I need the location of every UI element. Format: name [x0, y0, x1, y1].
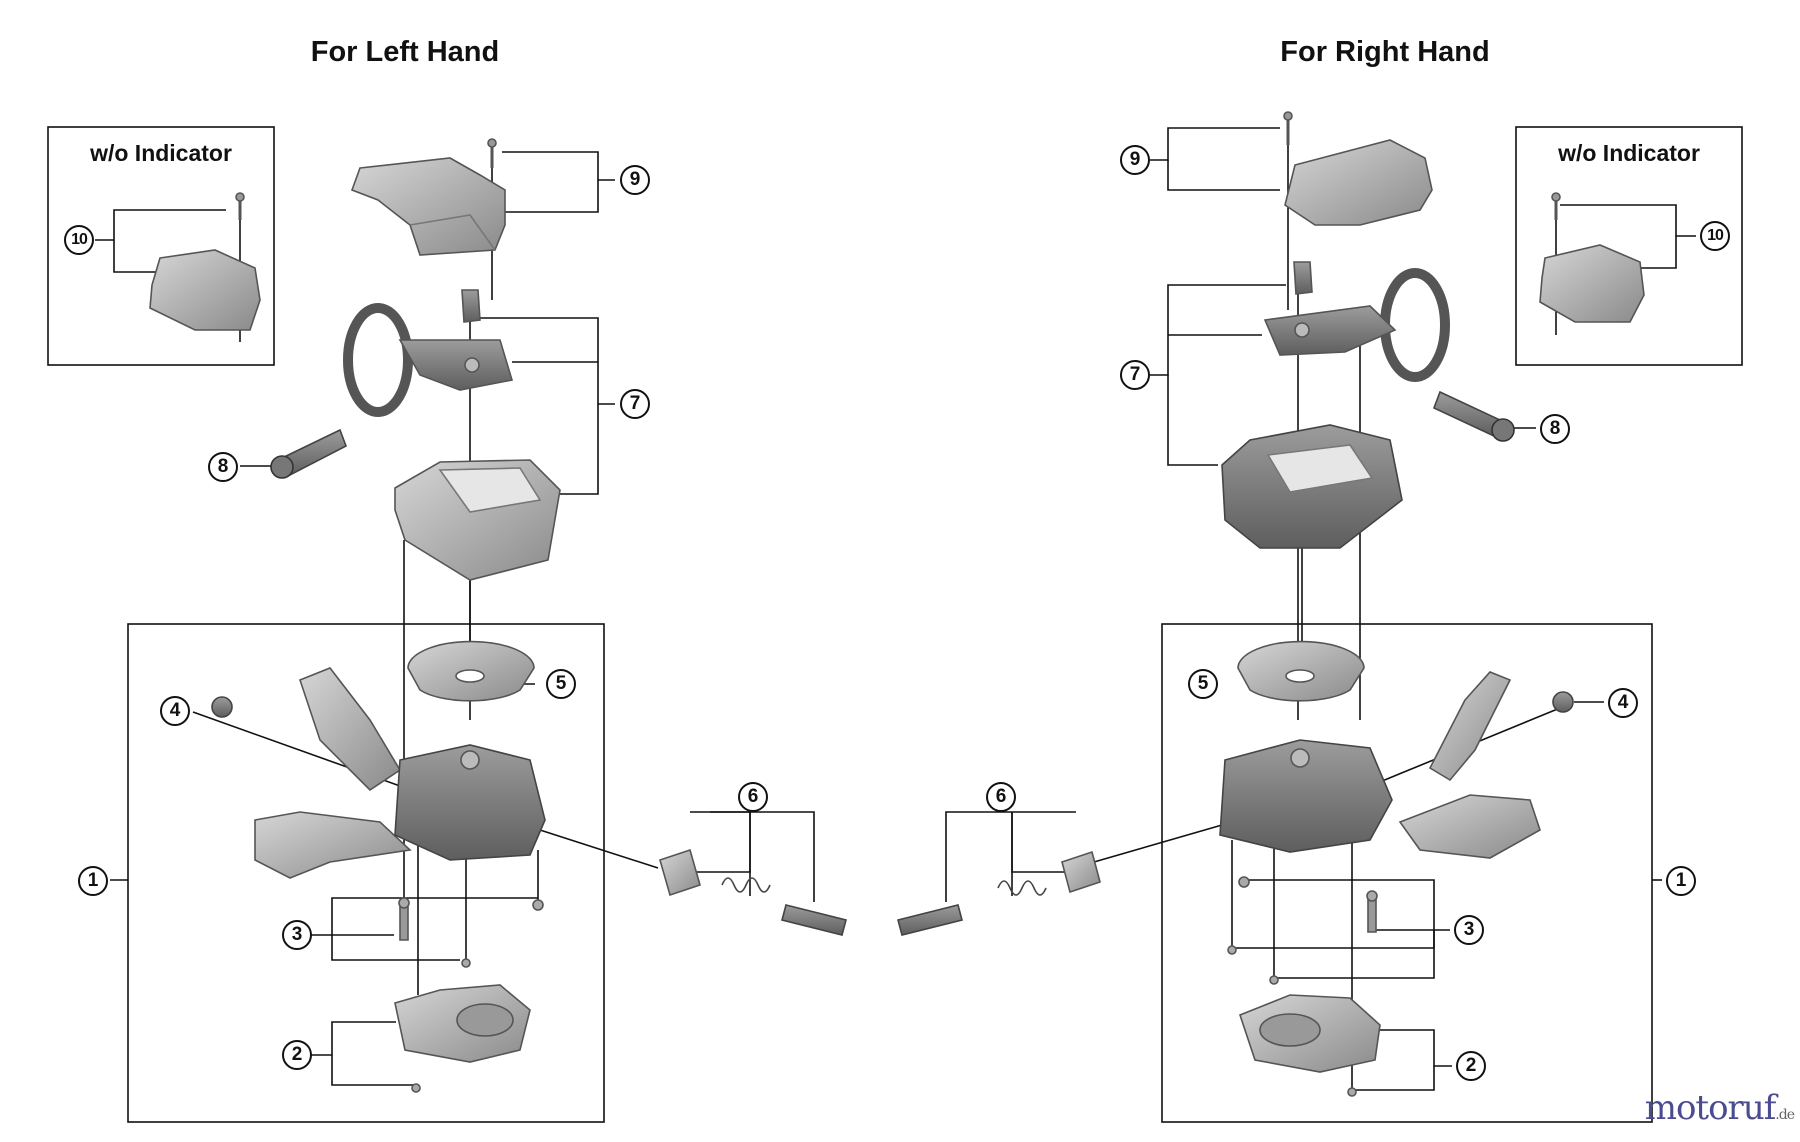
right-callout-6: 6	[986, 782, 1016, 812]
right-callout-7: 7	[1120, 360, 1150, 390]
watermark-text: motoruf	[1644, 1088, 1777, 1128]
right-callout-2: 2	[1456, 1051, 1486, 1081]
left-main-box	[127, 623, 605, 1123]
left-callout-3: 3	[282, 920, 312, 950]
left-inset-label: w/o Indicator	[90, 140, 232, 166]
left-callout-5: 5	[546, 669, 576, 699]
left-inset-box	[47, 126, 275, 366]
left-callout-4: 4	[160, 696, 190, 726]
right-callout-3: 3	[1454, 915, 1484, 945]
right-callout-10: 10	[1700, 221, 1730, 251]
right-main-box	[1161, 623, 1653, 1123]
left-callout-6: 6	[738, 782, 768, 812]
left-callout-7: 7	[620, 389, 650, 419]
left-callout-1: 1	[78, 866, 108, 896]
right-callout-5: 5	[1188, 669, 1218, 699]
right-hand-title: For Right Hand	[1280, 36, 1490, 68]
left-hand-assembly	[47, 126, 847, 1123]
right-callout-4: 4	[1608, 688, 1638, 718]
left-callout-9: 9	[620, 165, 650, 195]
right-inset-label: w/o Indicator	[1558, 140, 1700, 166]
left-callout-8: 8	[208, 452, 238, 482]
watermark-tld: .de	[1775, 1107, 1795, 1123]
right-hand-assembly	[897, 111, 1743, 1123]
left-hand-title: For Left Hand	[310, 36, 500, 68]
right-callout-9: 9	[1120, 145, 1150, 175]
right-callout-8: 8	[1540, 414, 1570, 444]
left-callout-2: 2	[282, 1040, 312, 1070]
left-callout-10: 10	[64, 225, 94, 255]
right-callout-1: 1	[1666, 866, 1696, 896]
watermark-logo: motoruf.de	[1644, 1088, 1795, 1128]
right-inset-box	[1515, 126, 1743, 366]
